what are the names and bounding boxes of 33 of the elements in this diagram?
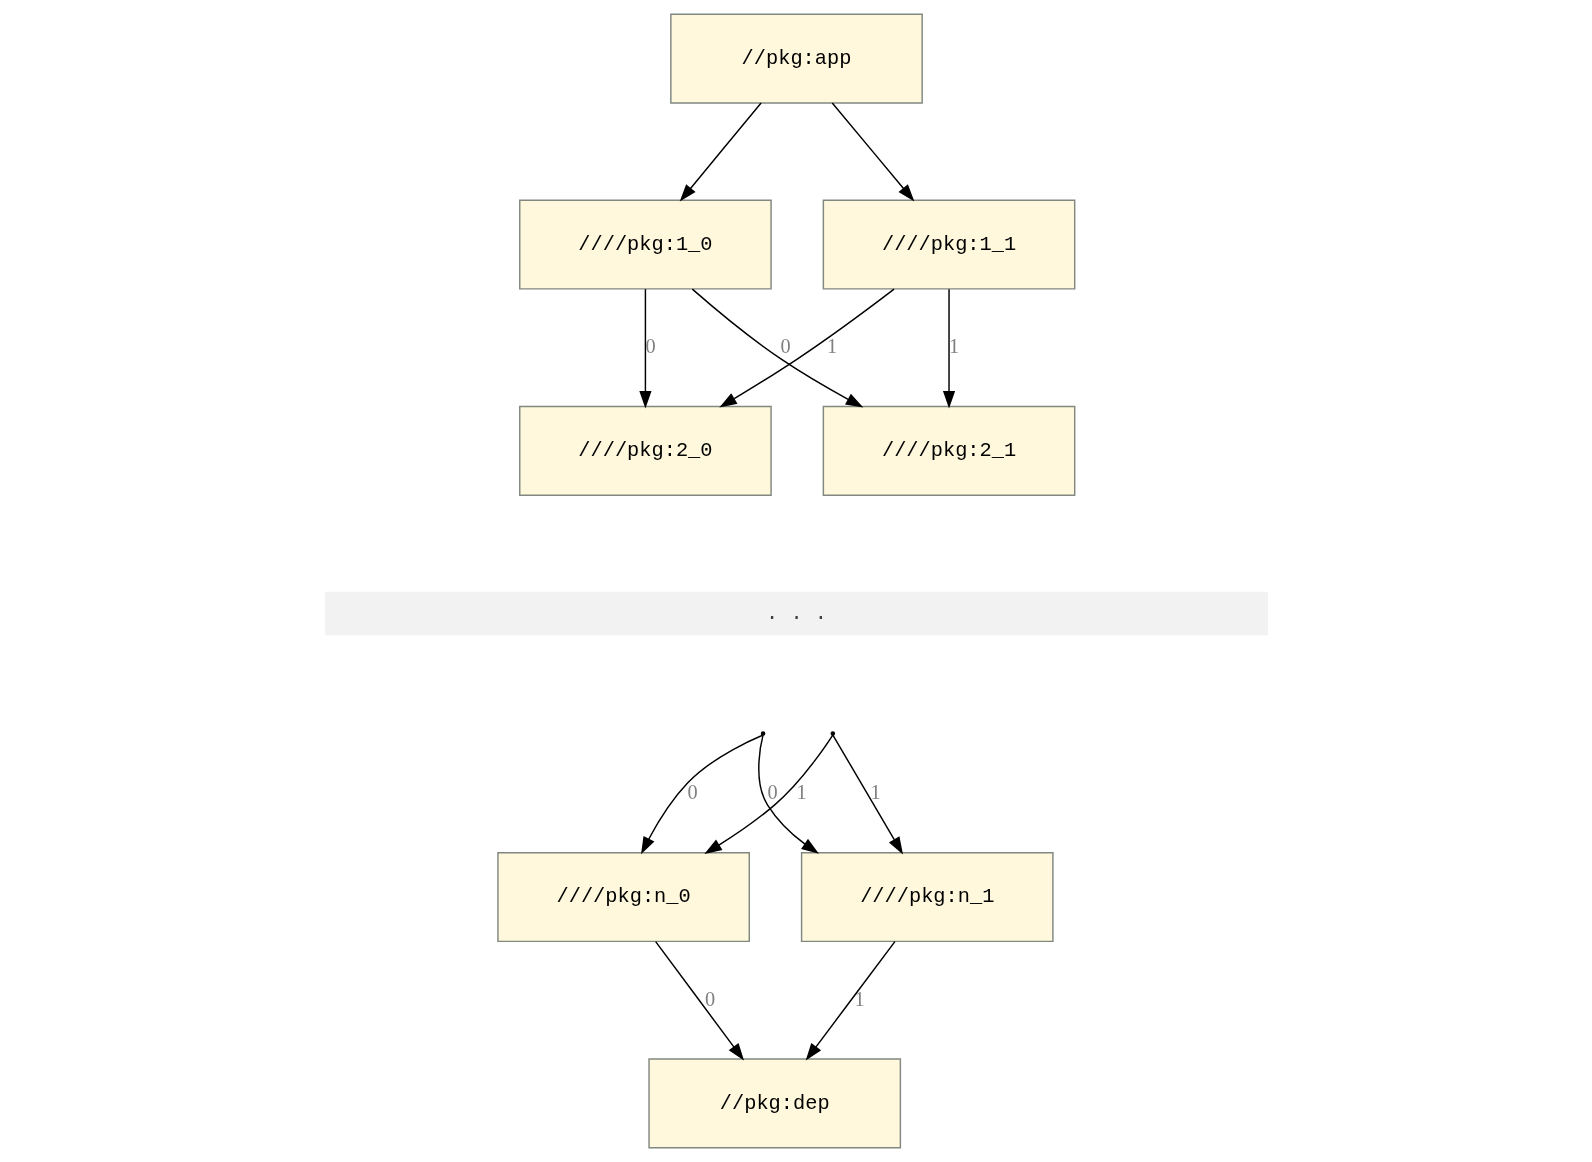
- edge-label: 1: [796, 781, 807, 804]
- edge-label: 1: [826, 335, 837, 358]
- node-box: ////pkg:n_0: [496, 852, 750, 943]
- edge-label: 1: [870, 781, 881, 804]
- arrow: [691, 288, 863, 408]
- edge-label: 1: [854, 987, 865, 1010]
- arrow: [718, 288, 895, 408]
- arrow: [679, 102, 762, 202]
- arrow: [805, 940, 896, 1061]
- arrow: [703, 734, 833, 854]
- edge-label: 0: [687, 781, 698, 804]
- arrow: [942, 288, 955, 409]
- arrow: [654, 940, 744, 1061]
- arrow: [831, 734, 903, 855]
- edge-label: 1: [948, 335, 959, 358]
- edge-label: 0: [644, 335, 656, 358]
- node-box: ////pkg:1_1: [822, 199, 1075, 290]
- arrow: [831, 102, 914, 202]
- arrow: [638, 288, 652, 409]
- arrow: [757, 734, 819, 854]
- edge-label: 0: [780, 335, 791, 358]
- edge-label: 0: [766, 781, 778, 804]
- node-box: ////pkg:n_1: [800, 852, 1054, 943]
- node-point: [760, 731, 765, 736]
- node-box: ////pkg:2_0: [518, 405, 772, 496]
- node-point: [830, 731, 835, 736]
- label: . . .: [765, 601, 827, 625]
- node-box: ////pkg:2_1: [822, 405, 1075, 496]
- node-box: ////pkg:1_0: [518, 199, 772, 290]
- arrow: [640, 734, 763, 855]
- node-box: //pkg:dep: [647, 1058, 901, 1149]
- node-box: //pkg:app: [669, 13, 923, 104]
- edge-label: 0: [704, 987, 715, 1010]
